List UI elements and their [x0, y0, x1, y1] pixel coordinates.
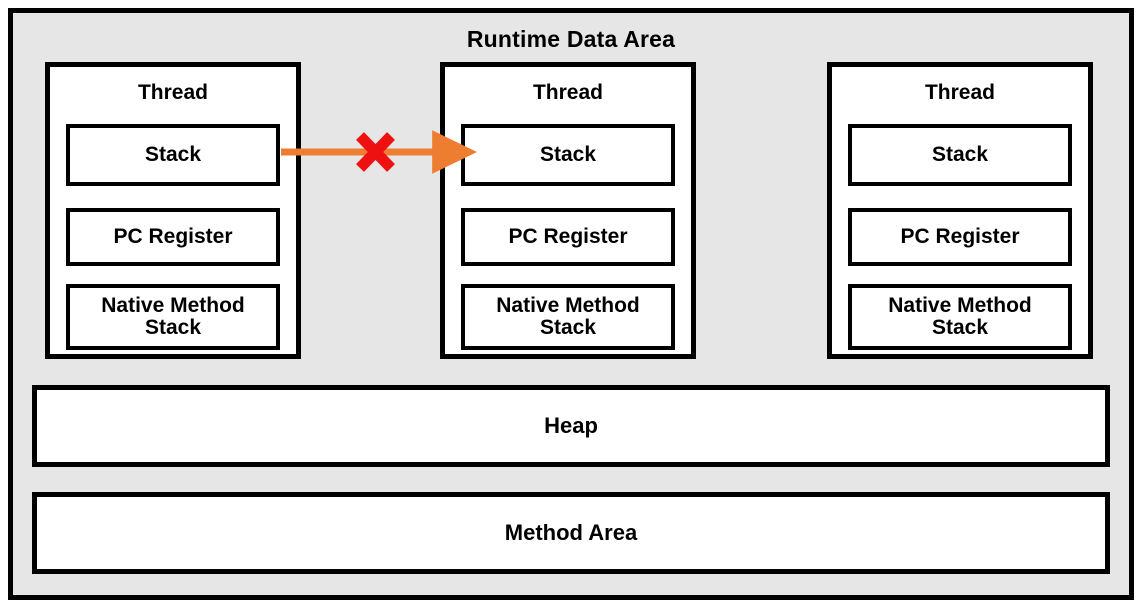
thread-box-3: Thread Stack PC Register Native Method S… — [827, 62, 1093, 359]
region-label: Native Method Stack — [888, 293, 1032, 339]
thread-3-native-method-stack-box: Native Method Stack — [848, 284, 1072, 350]
thread-1-native-method-stack-box: Native Method Stack — [66, 284, 280, 350]
thread-1-stack-box: Stack — [66, 124, 280, 186]
thread-2-native-method-stack-box: Native Method Stack — [461, 284, 675, 350]
heap-box: Heap — [32, 385, 1110, 467]
region-label: PC Register — [900, 224, 1020, 248]
region-label: Native Method Stack — [496, 293, 640, 339]
thread-title: Thread — [532, 81, 603, 104]
thread-1-pc-register-box: PC Register — [66, 208, 280, 266]
thread-title: Thread — [137, 81, 208, 104]
thread-box-2: Thread Stack PC Register Native Method S… — [440, 62, 696, 359]
region-label: PC Register — [113, 224, 233, 248]
thread-2-stack-box: Stack — [461, 124, 675, 186]
page-title: Runtime Data Area — [466, 26, 676, 52]
region-label: PC Register — [508, 224, 628, 248]
region-label: Native Method Stack — [101, 293, 245, 339]
method-area-label: Method Area — [504, 520, 638, 545]
thread-3-stack-box: Stack — [848, 124, 1072, 186]
thread-3-pc-register-box: PC Register — [848, 208, 1072, 266]
region-label: Stack — [931, 142, 989, 166]
heap-label: Heap — [544, 413, 598, 438]
thread-title: Thread — [924, 81, 995, 104]
region-label: Stack — [539, 142, 597, 166]
method-area-box: Method Area — [32, 492, 1110, 574]
region-label: Stack — [144, 142, 202, 166]
thread-box-1: Thread Stack PC Register Native Method S… — [45, 62, 301, 359]
thread-2-pc-register-box: PC Register — [461, 208, 675, 266]
